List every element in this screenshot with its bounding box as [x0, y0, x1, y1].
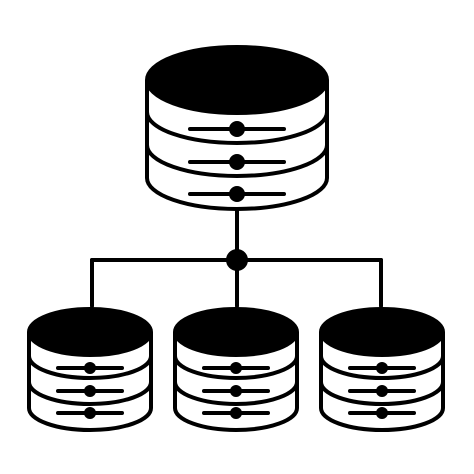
center-database-divider-1	[173, 355, 299, 380]
left-database-divider-1	[27, 355, 153, 380]
main-database-divider-2	[145, 144, 329, 178]
main-database-top	[145, 45, 329, 115]
left-database-icon	[27, 307, 153, 432]
right-database-body	[319, 332, 445, 432]
main-database-divider-1	[145, 111, 329, 145]
left-database-led-1	[84, 362, 96, 374]
right-database-top	[319, 307, 445, 357]
center-database-top	[173, 307, 299, 357]
right-database-led-1	[376, 362, 388, 374]
right-database-led-2	[376, 385, 388, 397]
network-hub-node	[226, 249, 248, 271]
left-database-body	[27, 332, 153, 432]
main-database-icon	[145, 45, 329, 211]
left-database-top	[27, 307, 153, 357]
right-database-led-3	[376, 407, 388, 419]
main-database-led-2	[229, 154, 245, 170]
center-database-body	[173, 332, 299, 432]
main-database-led-1	[229, 121, 245, 137]
main-database-led-3	[229, 186, 245, 202]
left-database-divider-2	[27, 381, 153, 406]
center-database-led-1	[230, 362, 242, 374]
right-database-divider-1	[319, 355, 445, 380]
main-database-body	[145, 80, 329, 211]
center-database-divider-2	[173, 381, 299, 406]
right-database-icon	[319, 307, 445, 432]
center-database-led-3	[230, 407, 242, 419]
left-database-led-3	[84, 407, 96, 419]
center-database-led-2	[230, 385, 242, 397]
right-database-divider-2	[319, 381, 445, 406]
left-database-led-2	[84, 385, 96, 397]
center-database-icon	[173, 307, 299, 432]
